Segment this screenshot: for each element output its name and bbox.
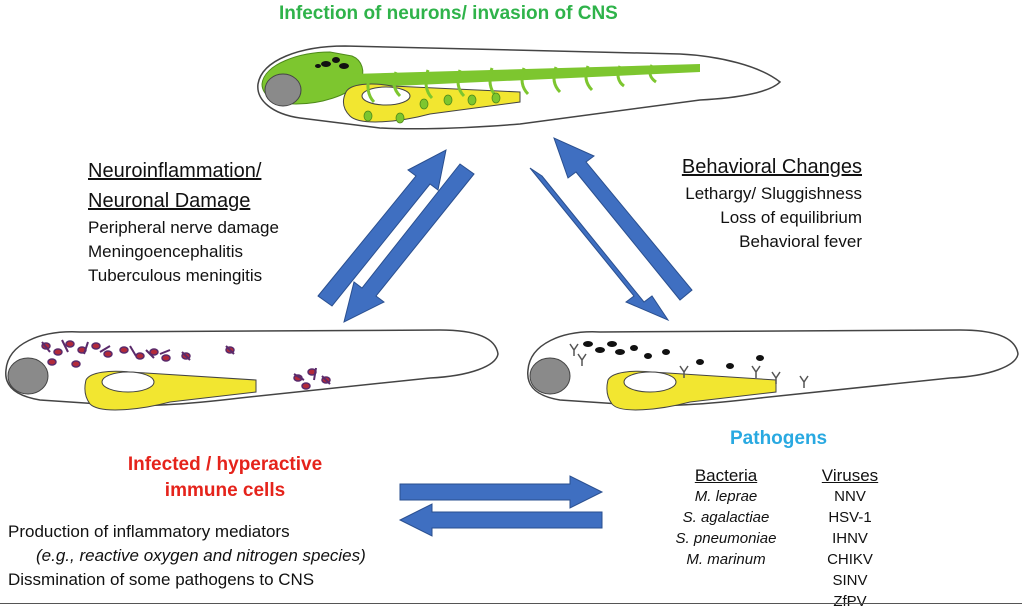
immune-cells-cluster xyxy=(41,339,331,390)
arrow-left-up xyxy=(317,149,447,307)
immune-item: Dissmination of some pathogens to CNS xyxy=(8,570,315,589)
right-item: Loss of equilibrium xyxy=(720,208,862,227)
top-zebrafish-larva xyxy=(257,45,782,130)
arrow-horizontal-right xyxy=(399,475,604,509)
virus-item: IHNV xyxy=(832,530,868,547)
left-item: Peripheral nerve damage xyxy=(88,218,279,237)
arrows xyxy=(317,137,693,537)
virus-item: HSV-1 xyxy=(828,509,872,526)
virus-particles xyxy=(569,343,809,388)
virus-item: CHIKV xyxy=(827,551,873,568)
bacteria-header: Bacteria xyxy=(694,466,758,485)
top-title: Infection of neurons/ invasion of CNS xyxy=(279,3,618,24)
bacteria-item: M. leprae xyxy=(694,488,758,505)
right-heading: Behavioral Changes xyxy=(681,156,862,178)
virus-item: SINV xyxy=(832,572,868,589)
left-heading-line-2: Neuronal Damage xyxy=(88,190,251,212)
left-heading-line-1: Neuroinflammation/ xyxy=(88,160,262,182)
bottom-divider xyxy=(0,603,1022,604)
bacteria-column: Bacteria M. leprae S. agalactiae S. pneu… xyxy=(666,466,786,570)
immune-title-line-2: immune cells xyxy=(164,480,286,501)
viruses-column: Viruses NNV HSV-1 IHNV CHIKV SINV ZfPV xyxy=(810,466,890,612)
pathogens-title: Pathogens xyxy=(730,428,828,449)
bacteria-item: S. pneumoniae xyxy=(675,530,777,547)
immune-item: (e.g., reactive oxygen and nitrogen spec… xyxy=(36,546,366,565)
immune-title: Infected / hyperactive immune cells xyxy=(90,452,360,504)
arrow-horizontal-left xyxy=(398,503,603,537)
right-item: Behavioral fever xyxy=(739,232,862,251)
left-item: Meningoencephalitis xyxy=(88,242,243,261)
virus-item: NNV xyxy=(834,488,866,505)
left-panel: Neuroinflammation/ Neuronal Damage Perip… xyxy=(88,156,338,288)
right-item: Lethargy/ Sluggishness xyxy=(685,184,862,203)
immune-items: Production of inflammatory mediators (e.… xyxy=(8,520,438,592)
bacteria-item: S. agalactiae xyxy=(682,509,770,526)
viruses-header: Viruses xyxy=(821,466,879,485)
immune-title-line-1: Infected / hyperactive xyxy=(127,454,323,475)
bacteria-dots xyxy=(583,341,764,369)
left-item: Tuberculous meningitis xyxy=(88,266,263,285)
virus-item: ZfPV xyxy=(833,593,867,610)
immune-item: Production of inflammatory mediators xyxy=(8,522,290,541)
bacteria-item: M. marinum xyxy=(686,551,766,568)
arrow-left-down xyxy=(343,163,475,323)
right-panel: Behavioral Changes Lethargy/ Sluggishnes… xyxy=(630,152,862,254)
arrow-right-up xyxy=(553,137,693,301)
right-zebrafish-larva xyxy=(527,329,1019,411)
left-zebrafish-larva xyxy=(5,329,499,411)
arrow-right-down xyxy=(529,167,670,322)
